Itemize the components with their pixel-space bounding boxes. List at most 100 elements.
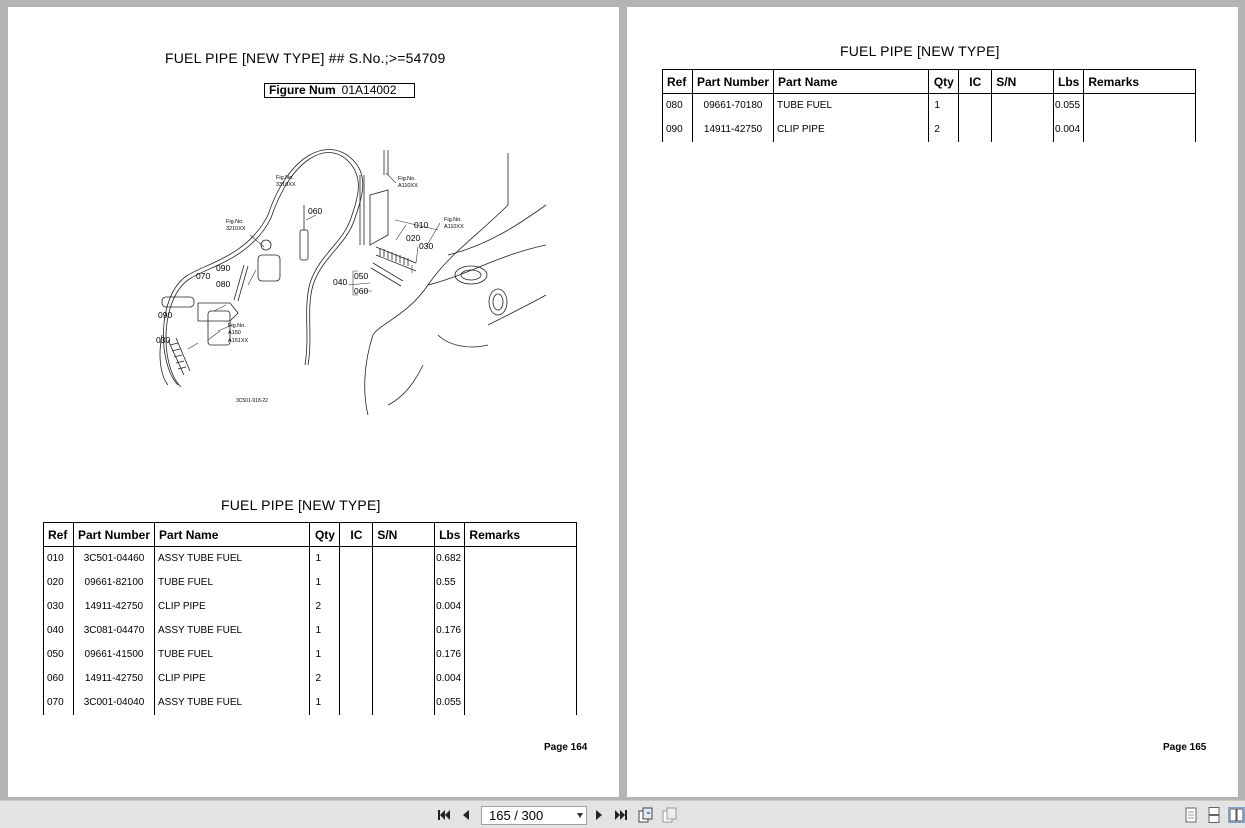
cell-name: TUBE FUEL xyxy=(154,570,311,595)
ref-060-a: 060 xyxy=(308,206,322,216)
ref-010: 010 xyxy=(414,220,428,230)
cell-ref: 050 xyxy=(43,642,74,667)
figure-num-value: 01A14002 xyxy=(341,83,397,97)
ref-040: 040 xyxy=(333,277,347,287)
continuous-view-button[interactable] xyxy=(1206,807,1222,823)
cell-ref: 060 xyxy=(43,666,74,691)
cell-qty: 1 xyxy=(309,546,341,571)
cell-lbs: 0.055 xyxy=(434,690,466,715)
cell-lbs: 0.682 xyxy=(434,546,466,571)
cell-remarks xyxy=(464,666,577,691)
cell-remarks xyxy=(1083,117,1196,142)
page-number-select[interactable]: 165 / 300 xyxy=(481,806,587,825)
last-page-button[interactable] xyxy=(613,807,629,823)
left-page: FUEL PIPE [NEW TYPE] ## S.No.;>=54709 Fi… xyxy=(8,7,619,797)
cell-ic xyxy=(339,594,374,619)
cell-qty: 2 xyxy=(309,666,341,691)
cell-ref: 040 xyxy=(43,618,74,643)
two-page-view-button[interactable] xyxy=(1228,807,1245,823)
cell-lbs: 0.055 xyxy=(1052,93,1085,118)
ref-030-b: 030 xyxy=(156,335,170,345)
cell-qty: 2 xyxy=(928,117,960,142)
cell-name: CLIP PIPE xyxy=(773,117,930,142)
column-header: S/N xyxy=(372,522,436,547)
cell-ref: 010 xyxy=(43,546,74,571)
cell-pn: 3C501-04460 xyxy=(72,546,156,571)
cell-pn: 09661-41500 xyxy=(72,642,156,667)
cell-ref: 020 xyxy=(43,570,74,595)
first-page-icon xyxy=(438,810,450,820)
ref-020: 020 xyxy=(406,233,420,243)
cell-remarks xyxy=(464,618,577,643)
cell-lbs: 0.176 xyxy=(434,618,466,643)
cell-sn xyxy=(991,93,1054,118)
cell-name: ASSY TUBE FUEL xyxy=(154,546,311,571)
column-header: Lbs xyxy=(1052,69,1085,94)
cell-name: TUBE FUEL xyxy=(154,642,311,667)
column-header: IC xyxy=(958,69,993,94)
cell-qty: 1 xyxy=(309,570,341,595)
cell-remarks xyxy=(464,546,577,571)
cell-sn xyxy=(372,666,436,691)
figno-a150-value: A150 xyxy=(228,330,241,336)
figno-3210-label: Fig.No. xyxy=(226,219,244,225)
cell-qty: 1 xyxy=(309,690,341,715)
table-title: FUEL PIPE [NEW TYPE] xyxy=(221,497,381,513)
continuous-view-icon xyxy=(1208,807,1220,823)
rotate-page-icon xyxy=(638,807,653,823)
column-header: Part Name xyxy=(773,69,930,94)
cell-remarks xyxy=(464,642,577,667)
cell-ic xyxy=(339,666,374,691)
figure-number-box: Figure Num 01A14002 xyxy=(264,83,415,98)
ref-090-b: 090 xyxy=(158,310,172,320)
rotate-page-button[interactable] xyxy=(638,807,654,823)
cell-remarks xyxy=(464,594,577,619)
last-page-icon xyxy=(615,810,627,820)
page-number: Page 164 xyxy=(544,742,588,753)
next-page-icon xyxy=(596,810,602,820)
column-header: Qty xyxy=(928,69,960,94)
figure-num-label: Figure Num xyxy=(269,83,336,97)
cell-name: TUBE FUEL xyxy=(773,93,930,118)
cell-ic xyxy=(339,618,374,643)
cell-ic xyxy=(958,93,993,118)
prev-page-icon xyxy=(463,810,469,820)
column-header: Ref xyxy=(43,522,74,547)
cell-ic xyxy=(339,546,374,571)
cell-pn: 3C081-04470 xyxy=(72,618,156,643)
column-header: Part Number xyxy=(691,69,775,94)
cell-pn: 14911-42750 xyxy=(72,594,156,619)
column-header: Remarks xyxy=(1083,69,1196,94)
cell-name: ASSY TUBE FUEL xyxy=(154,618,311,643)
column-header: IC xyxy=(339,522,374,547)
cell-sn xyxy=(372,594,436,619)
column-header: S/N xyxy=(991,69,1054,94)
single-page-view-button[interactable] xyxy=(1183,807,1199,823)
first-page-button[interactable] xyxy=(436,807,452,823)
next-page-button[interactable] xyxy=(591,807,607,823)
cell-sn xyxy=(372,570,436,595)
prev-page-button[interactable] xyxy=(458,807,474,823)
page-number-value: 165 / 300 xyxy=(489,808,544,823)
ref-050: 050 xyxy=(354,271,368,281)
cell-lbs: 0.004 xyxy=(434,594,466,619)
cell-pn: 14911-42750 xyxy=(691,117,775,142)
cell-ic xyxy=(339,690,374,715)
cell-ref: 090 xyxy=(662,117,693,142)
cell-ic xyxy=(339,570,374,595)
figno-a151-value: A151XX xyxy=(228,338,249,344)
cell-qty: 2 xyxy=(309,594,341,619)
cell-name: CLIP PIPE xyxy=(154,594,311,619)
copy-page-button[interactable] xyxy=(662,807,678,823)
page-title: FUEL PIPE [NEW TYPE] xyxy=(840,43,1000,59)
cell-lbs: 0.004 xyxy=(1052,117,1085,142)
